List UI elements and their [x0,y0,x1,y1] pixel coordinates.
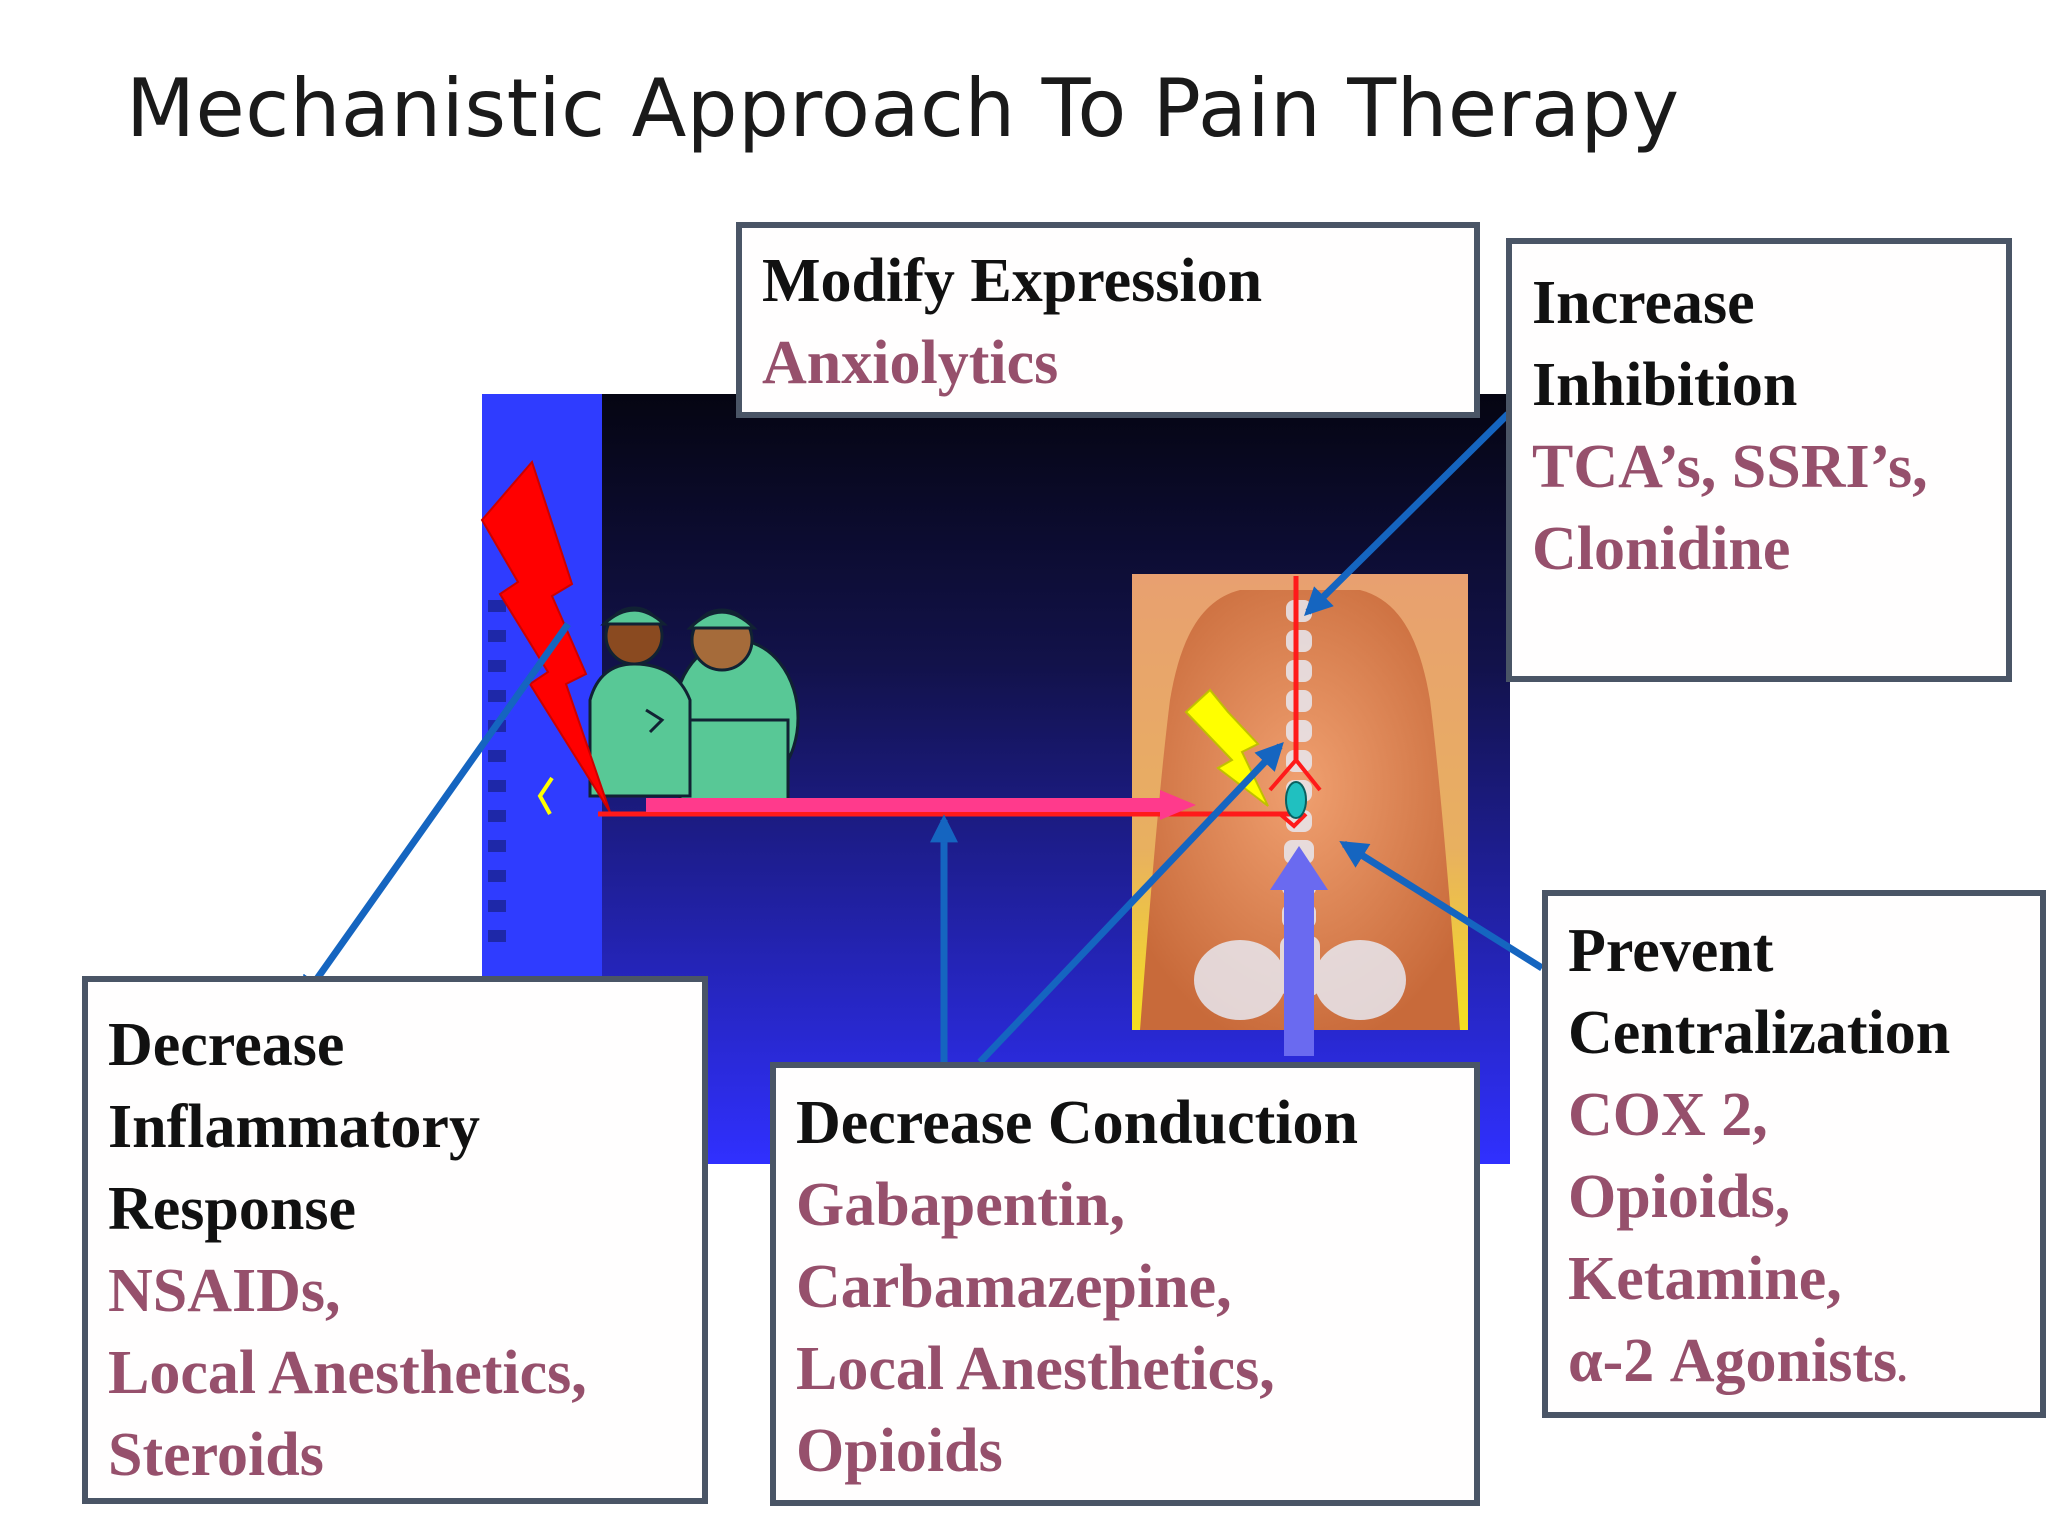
prevent-centralization-box: Prevent Centralization COX 2, Opioids, K… [1542,890,2046,1418]
lightning-bolt-icon [480,460,611,813]
box-heading: Modify Expression [762,247,1263,315]
decrease-inflammatory-box: Decrease Inflammatory Response NSAIDs, L… [82,976,708,1504]
box-drug-list: TCA’s, SSRI’s, Clonidine [1532,433,1928,583]
box-drug-list: NSAIDs, Local Anesthetics, Steroids [108,1257,587,1489]
spine-up-arrow [1270,846,1328,1056]
increase-inhibition-box: Increase Inhibition TCA’s, SSRI’s, Cloni… [1506,238,2012,682]
box-drug-list: Anxiolytics [762,329,1059,397]
signal-arrow [646,790,1196,820]
decrease-conduction-box: Decrease Conduction Gabapentin, Carbamaz… [770,1062,1480,1506]
trailing-period: . [1897,1345,1908,1390]
box-heading: Decrease Inflammatory Response [108,1011,480,1243]
box-heading: Increase Inhibition [1532,269,1798,419]
drug-list-text: COX 2, Opioids, Ketamine, α-2 Agonists [1568,1081,1898,1395]
connector-arrows [298,411,1544,1065]
box-drug-list: COX 2, Opioids, Ketamine, α-2 Agonists. [1568,1074,2020,1409]
box-heading: Decrease Conduction [796,1089,1358,1157]
slide-title: Mechanistic Approach To Pain Therapy [126,62,1680,155]
box-drug-list: Gabapentin, Carbamazepine, Local Anesthe… [796,1171,1275,1485]
modify-expression-box: Modify Expression Anxiolytics [736,222,1480,418]
surgeons-clipart-icon [588,606,800,802]
box-heading: Prevent Centralization [1568,917,1951,1067]
nerve-pathway [537,576,1322,829]
